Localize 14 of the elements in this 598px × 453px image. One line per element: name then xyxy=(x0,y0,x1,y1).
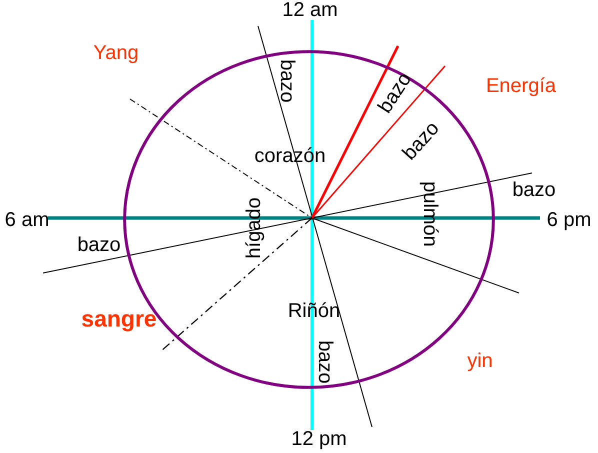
time-label: 12 pm xyxy=(291,429,347,449)
organ-label: bazo xyxy=(512,180,556,200)
organ-label: bazo xyxy=(315,340,335,384)
organ-label: pulmón xyxy=(420,181,440,247)
region-label: Energía xyxy=(486,76,556,96)
organ-label: bazo xyxy=(277,59,297,103)
time-label: 6 am xyxy=(4,210,50,230)
region-label: Yang xyxy=(93,43,139,63)
time-label: 6 pm xyxy=(546,210,592,230)
region-label: sangre xyxy=(81,308,157,330)
organ-label: bazo xyxy=(77,235,121,255)
time-label: 12 am xyxy=(282,0,338,20)
organ-label: hígado xyxy=(244,197,264,259)
region-label: yin xyxy=(467,351,493,371)
